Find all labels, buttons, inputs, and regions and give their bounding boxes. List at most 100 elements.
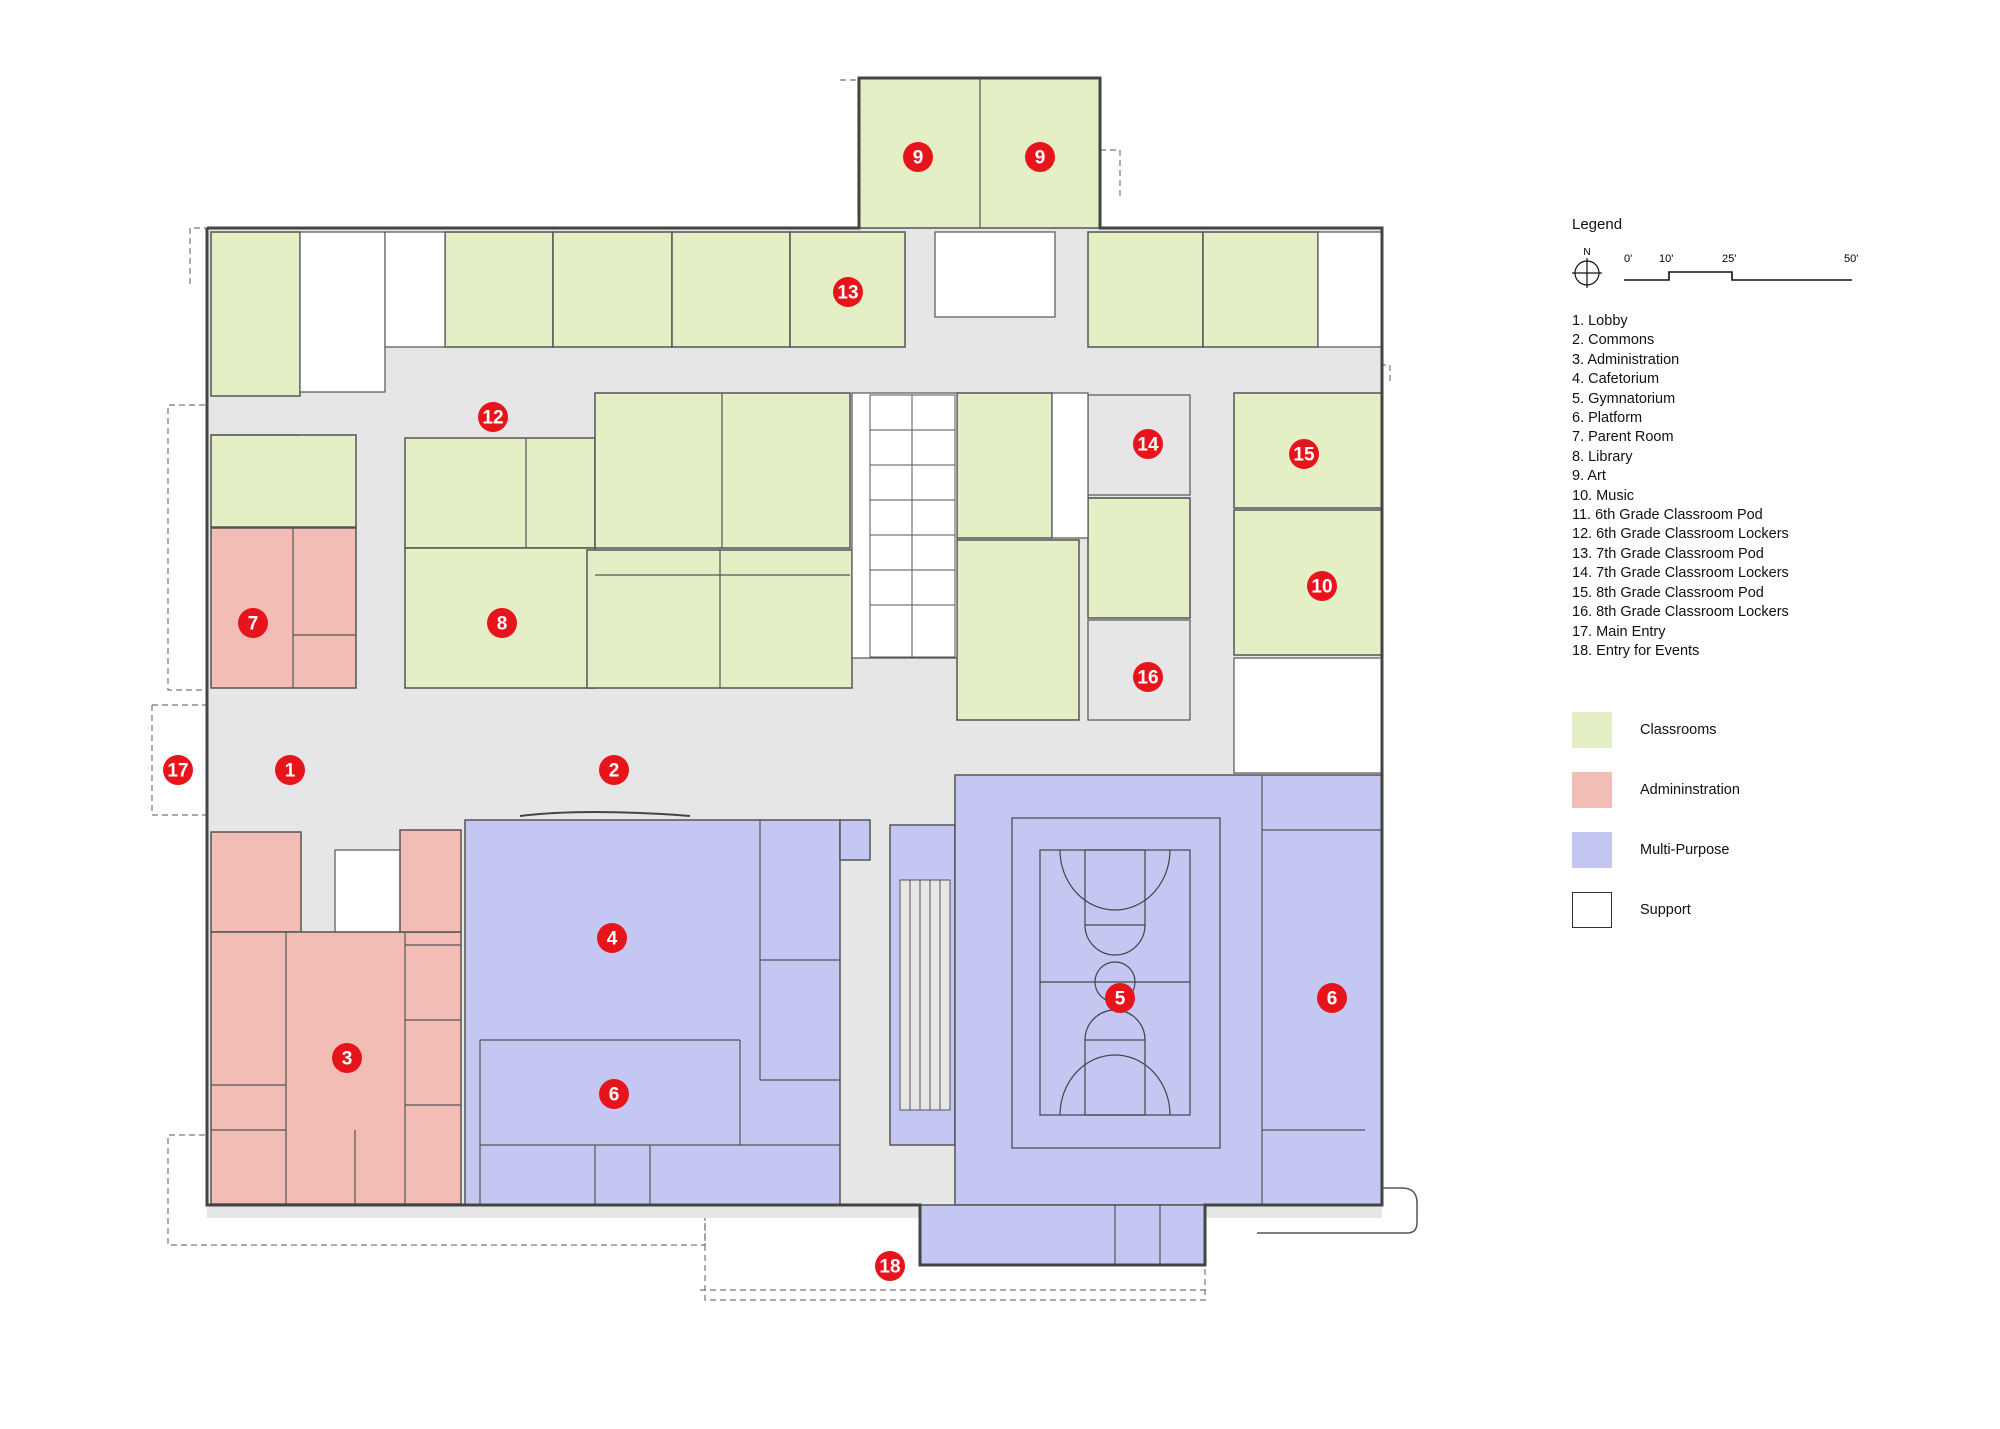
room-marker-label: 6: [1327, 989, 1338, 1010]
outer-walls: [205, 76, 1384, 1267]
room-marker-label: 4: [607, 929, 618, 950]
room-marker-7: 7: [238, 608, 268, 638]
legend-item: 11. 6th Grade Classroom Pod: [1572, 507, 1763, 524]
legend-item: 7. Parent Room: [1572, 429, 1674, 446]
room-marker-6: 6: [599, 1079, 629, 1109]
legend-item: 13. 7th Grade Classroom Pod: [1572, 545, 1764, 562]
legend-item: 6. Platform: [1572, 410, 1643, 427]
swatch-label-classrooms: Classrooms: [1640, 722, 1717, 738]
room-marker-circle: [597, 923, 627, 953]
north-arrow-and-scale: N 0' 10' 25' 50': [1572, 247, 1858, 288]
restroom-stalls: [869, 394, 956, 658]
room-marker-label: 5: [1115, 989, 1126, 1010]
legend-key-list: 1. Lobby 2. Commons 3. Administration 4.…: [1572, 312, 1789, 661]
room-marker-9: 9: [903, 142, 933, 172]
swatch-label-administration: Admininstration: [1640, 782, 1740, 798]
room-marker-label: 18: [879, 1257, 900, 1278]
room-marker-14: 14: [1133, 429, 1163, 459]
room-marker-4: 4: [597, 923, 627, 953]
scale-label-0: 0': [1624, 253, 1632, 265]
room-marker-circle: [1133, 662, 1163, 692]
scale-bar: [1624, 271, 1852, 281]
room-marker-circle: [599, 755, 629, 785]
room-marker-circle: [163, 755, 193, 785]
room-marker-18: 18: [875, 1251, 905, 1281]
room-marker-circle: [833, 277, 863, 307]
room-marker-12: 12: [478, 402, 508, 432]
partitions: [211, 78, 1382, 1265]
north-arrow-icon: [1572, 258, 1602, 288]
room-marker-label: 8: [497, 614, 508, 635]
room-marker-circle: [1025, 142, 1055, 172]
room-marker-circle: [599, 1079, 629, 1109]
swatch-administration: [1572, 772, 1612, 808]
room-marker-label: 1: [285, 761, 296, 782]
room-marker-10: 10: [1307, 571, 1337, 601]
swatch-multipurpose: [1572, 832, 1612, 868]
legend-item: 18. Entry for Events: [1572, 642, 1700, 659]
room-marker-circle: [875, 1251, 905, 1281]
room-marker-circle: [903, 142, 933, 172]
legend-item: 14. 7th Grade Classroom Lockers: [1572, 565, 1789, 582]
swatch-label-multipurpose: Multi-Purpose: [1640, 842, 1730, 858]
swatch-classrooms: [1572, 712, 1612, 748]
room-marker-circle: [1289, 439, 1319, 469]
room-marker-5: 5: [1105, 983, 1135, 1013]
room-marker-15: 15: [1289, 439, 1319, 469]
legend-item: 3. Administration: [1572, 351, 1680, 368]
room-marker-circle: [1133, 429, 1163, 459]
room-marker-9: 9: [1025, 142, 1055, 172]
room-marker-circle: [478, 402, 508, 432]
legend-item: 1. Lobby: [1572, 313, 1628, 329]
room-marker-label: 6: [609, 1085, 620, 1106]
room-marker-label: 16: [1137, 668, 1158, 689]
room-marker-2: 2: [599, 755, 629, 785]
room-marker-8: 8: [487, 608, 517, 638]
scale-label-1: 10': [1659, 253, 1673, 265]
stage-curve: [519, 811, 691, 817]
room-marker-circle: [1105, 983, 1135, 1013]
canopy-outlines: [151, 79, 1391, 1301]
basketball-court: [1011, 817, 1221, 1149]
room-marker-label: 9: [1035, 148, 1046, 169]
room-marker-circle: [332, 1043, 362, 1073]
room-marker-label: 13: [837, 283, 858, 304]
room-marker-1: 1: [275, 755, 305, 785]
legend-item: 2. Commons: [1572, 332, 1655, 349]
room-marker-17: 17: [163, 755, 193, 785]
legend-item: 16. 8th Grade Classroom Lockers: [1572, 604, 1789, 621]
curved-ramp: [1257, 1187, 1418, 1234]
legend-item: 17. Main Entry: [1572, 623, 1666, 640]
north-label: N: [1583, 247, 1590, 258]
room-marker-label: 14: [1137, 435, 1159, 456]
room-marker-label: 17: [167, 761, 188, 782]
room-marker-16: 16: [1133, 662, 1163, 692]
legend-item: 5. Gymnatorium: [1572, 390, 1676, 407]
bleachers: [899, 879, 951, 1111]
legend-item: 9. Art: [1572, 468, 1606, 485]
swatch-label-support: Support: [1640, 902, 1691, 918]
room-marker-label: 3: [342, 1049, 353, 1070]
room-marker-circle: [487, 608, 517, 638]
scale-label-3: 50': [1844, 253, 1858, 265]
legend-item: 10. Music: [1572, 487, 1635, 504]
legend-item: 8. Library: [1572, 448, 1633, 465]
room-marker-label: 2: [609, 761, 620, 782]
legend-item: 15. 8th Grade Classroom Pod: [1572, 584, 1764, 601]
room-marker-circle: [275, 755, 305, 785]
room-marker-3: 3: [332, 1043, 362, 1073]
room-marker-label: 12: [482, 408, 503, 429]
legend-item: 12. 6th Grade Classroom Lockers: [1572, 526, 1789, 543]
legend-title: Legend: [1572, 216, 1623, 233]
room-marker-label: 7: [248, 614, 259, 635]
room-marker-label: 10: [1311, 577, 1332, 598]
scale-label-2: 25': [1722, 253, 1736, 265]
room-marker-circle: [1317, 983, 1347, 1013]
room-marker-6: 6: [1317, 983, 1347, 1013]
room-marker-13: 13: [833, 277, 863, 307]
swatch-support: [1572, 892, 1612, 928]
room-marker-circle: [1307, 571, 1337, 601]
room-marker-label: 9: [913, 148, 924, 169]
